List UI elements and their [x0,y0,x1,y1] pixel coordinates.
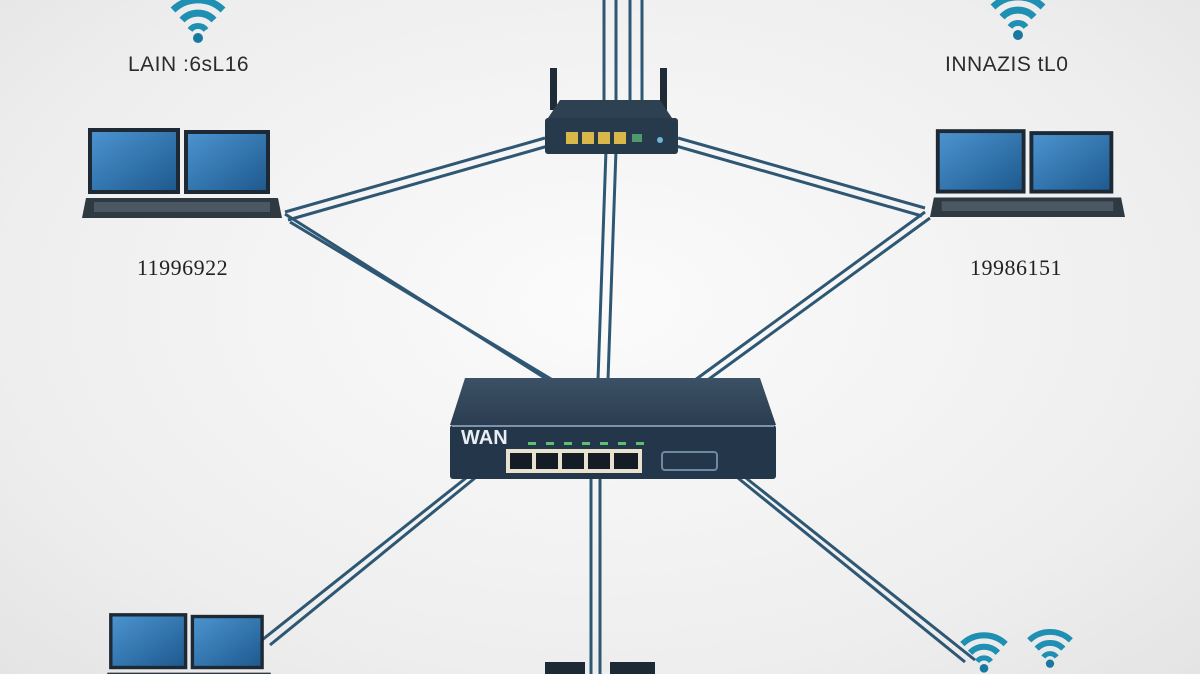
laptop-icon [545,662,655,674]
laptop-icon [930,129,1125,217]
pc-address-left: 11996922 [137,255,229,280]
cable-left-pc-switch [284,212,557,384]
cable-router-switch [596,149,618,381]
cable-switch-bottom [589,478,602,674]
pc-address-right: 19986151 [970,255,1062,280]
cable-switch-bottom-left [261,476,476,647]
cable-router-right-pc [675,136,926,218]
network-label-left: LAIN :6sL16 [128,53,250,76]
cable-right-pc-switch [694,210,931,384]
router-icon [545,68,678,154]
wifi-icon [993,0,1043,40]
cables [261,0,976,674]
laptop-icon [104,613,274,674]
cable-switch-bottom-right [737,476,976,664]
wifi-icon [1029,632,1071,668]
laptop-icon [82,128,282,218]
network-label-right: INNAZIS tL0 [945,53,1069,76]
switch-icon [450,378,776,479]
wifi-icon [173,0,223,43]
switch-label: WAN [461,427,508,449]
cable-uplink [602,0,644,100]
cable-router-left-pc [284,136,549,222]
